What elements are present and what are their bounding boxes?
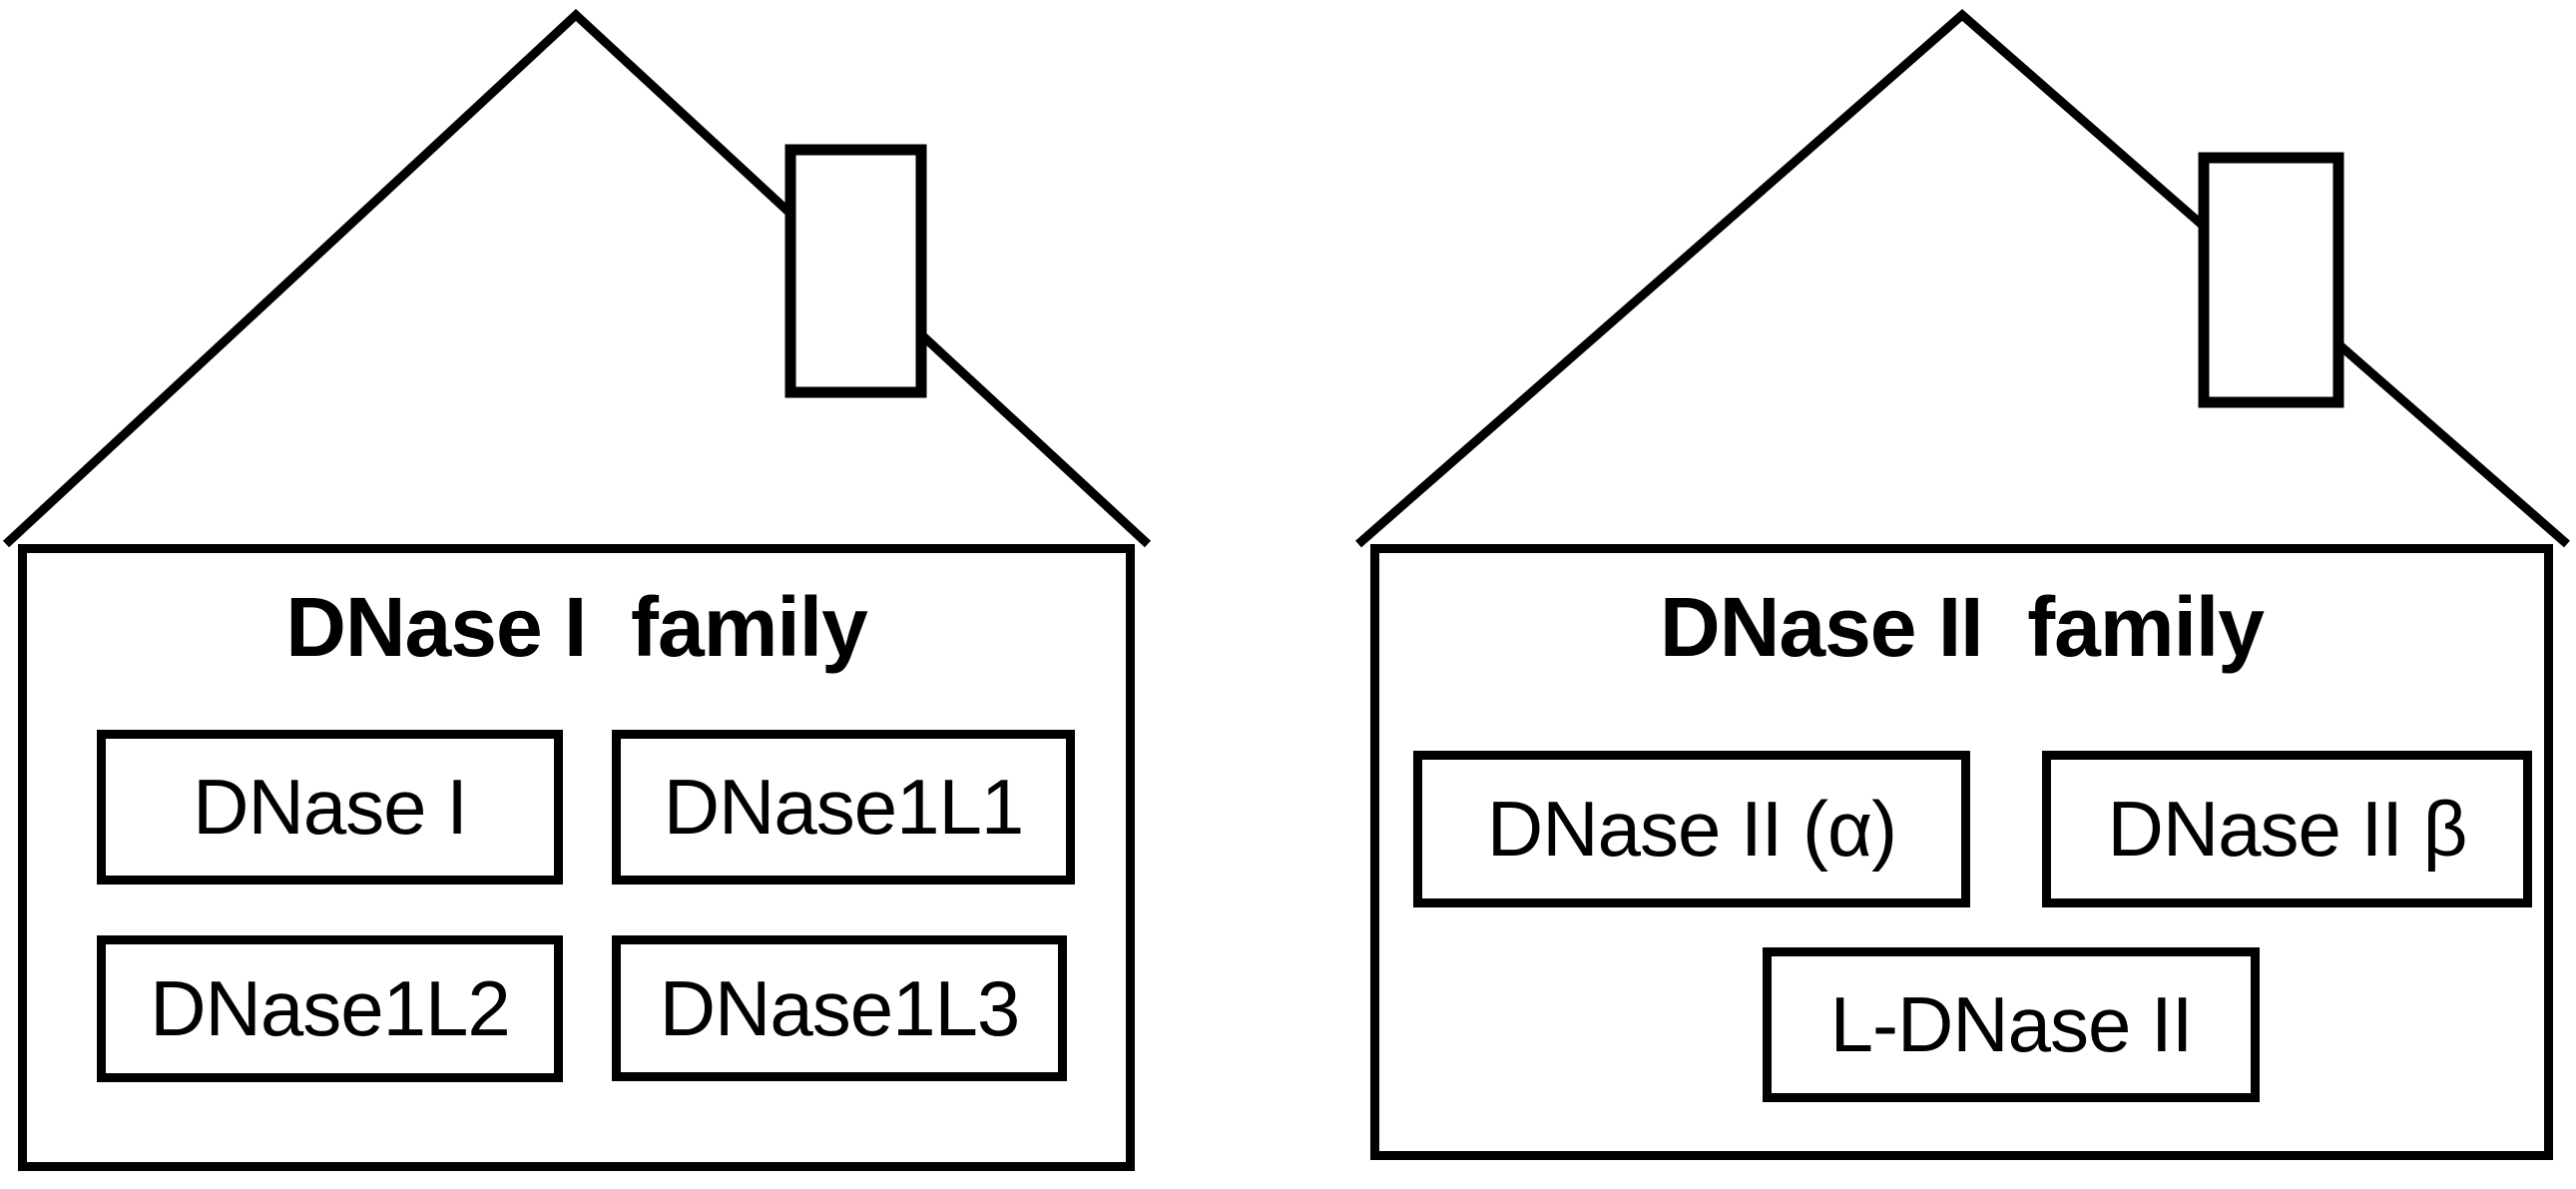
dnase2-family-title: DNase II family [1660,580,2265,674]
dnase2-house-roof-shape [1355,9,2570,548]
dnase1-house-chimney-shape [784,144,927,398]
member-box-dnase1l3: DNase1L3 [612,935,1067,1081]
member-box-dnase2-beta: DNase II β [2042,751,2532,907]
member-label-dnase2-beta: DNase II β [2107,785,2468,873]
member-label-dnase1l3: DNase1L3 [659,963,1021,1052]
member-box-dnase2-alpha: DNase II (α) [1413,751,1970,907]
member-label-dnase1l2: DNase1L2 [150,964,511,1052]
member-label-dnase2-alpha: DNase II (α) [1486,785,1897,873]
dnase2-family-house-body: DNase II family DNase II (α) DNase II β … [1370,544,2553,1160]
member-label-l-dnase2: L-DNase II [1829,980,2194,1068]
member-label-dnase1l1: DNase1L1 [663,763,1025,851]
member-box-l-dnase2: L-DNase II [1763,947,2260,1102]
dnase1-family-house-body: DNase I family DNase I DNase1L1 DNase1L2… [18,544,1135,1171]
member-box-dnase1l2: DNase1L2 [97,935,563,1082]
dnase1-family-title: DNase I family [285,580,868,674]
dnase1-house-roof-shape [2,8,1152,548]
member-box-dnase-i: DNase I [97,730,563,885]
member-box-dnase1l1: DNase1L1 [612,730,1075,885]
member-label-dnase-i: DNase I [193,763,468,851]
dnase2-house-chimney-shape [2198,152,2344,408]
